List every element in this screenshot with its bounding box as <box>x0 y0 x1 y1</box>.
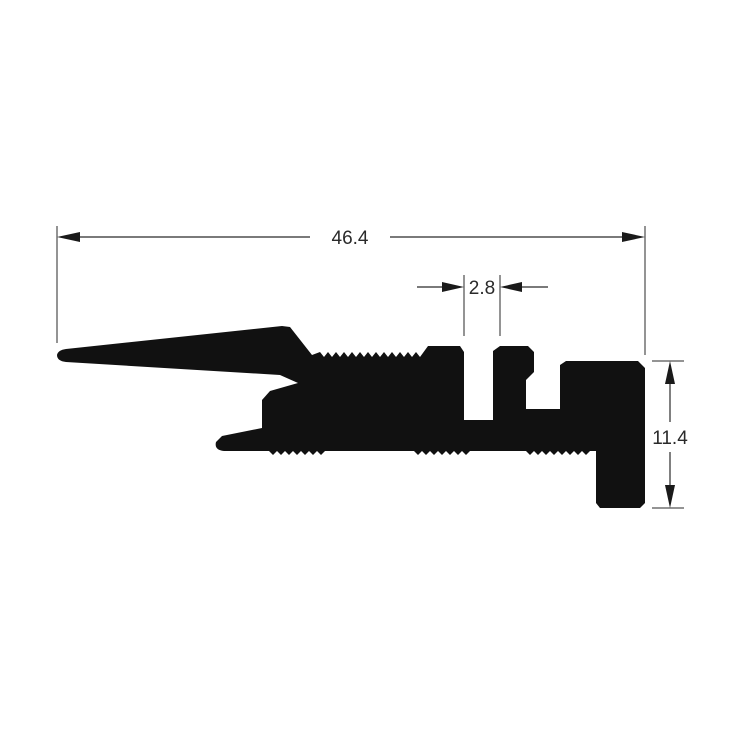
arrowhead-right <box>622 232 645 242</box>
extrusion-profile <box>57 326 645 508</box>
arrowhead-slot-right <box>500 282 522 292</box>
arrowhead-top <box>665 361 675 384</box>
arrowhead-left <box>57 232 80 242</box>
profile-shape <box>57 326 645 508</box>
dimension-label-overall-length: 46.4 <box>332 228 369 249</box>
dimension-label-height: 11.4 <box>652 428 688 449</box>
dimension-height: 11.4 <box>652 360 688 509</box>
dimension-slot-width: 2.8 <box>417 275 548 336</box>
dimension-label-slot-width: 2.8 <box>469 278 495 299</box>
arrowhead-bottom <box>665 485 675 508</box>
dimension-overall-length: 46.4 <box>56 226 646 355</box>
arrowhead-slot-left <box>442 282 464 292</box>
